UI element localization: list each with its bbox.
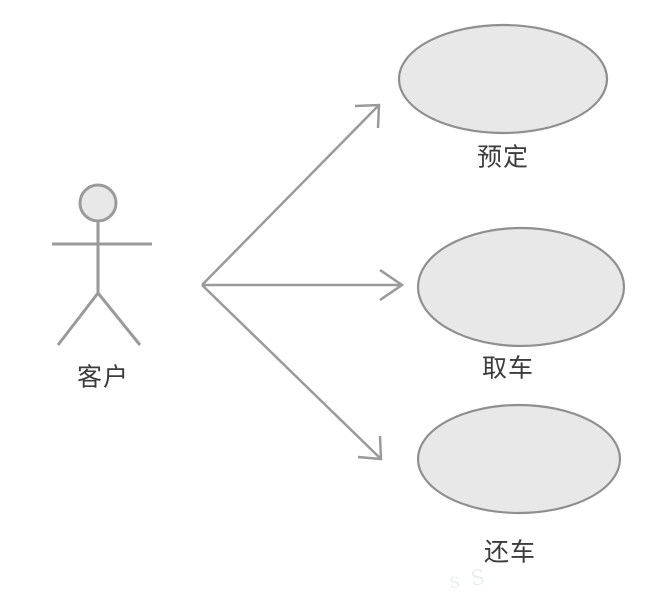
actor-left-leg-line [56,292,100,346]
association-arrow-return[interactable] [201,284,383,461]
use-case-label-return: 还车 [483,537,537,567]
association-arrow-reserve[interactable] [201,103,381,286]
use-case-label-pickup: 取车 [481,353,535,383]
association-arrow-pickup[interactable] [202,268,405,302]
arrowhead-pickup-icon [379,268,405,302]
arrowhead-return-icon [357,435,383,461]
arrowhead-reserve-icon [354,103,381,129]
use-case-ellipse-reserve[interactable] [397,23,609,135]
association-line-return [201,284,382,460]
actor-head-icon [78,183,118,223]
actor-customer[interactable] [52,183,152,346]
watermark-text: s S [447,564,489,594]
association-line-reserve [201,104,380,286]
use-case-ellipse-pickup[interactable] [416,226,626,348]
actor-right-leg-line [96,292,142,346]
actor-label-customer: 客户 [76,362,130,392]
use-case-ellipse-return[interactable] [416,403,622,515]
use-case-label-reserve: 预定 [476,142,530,172]
